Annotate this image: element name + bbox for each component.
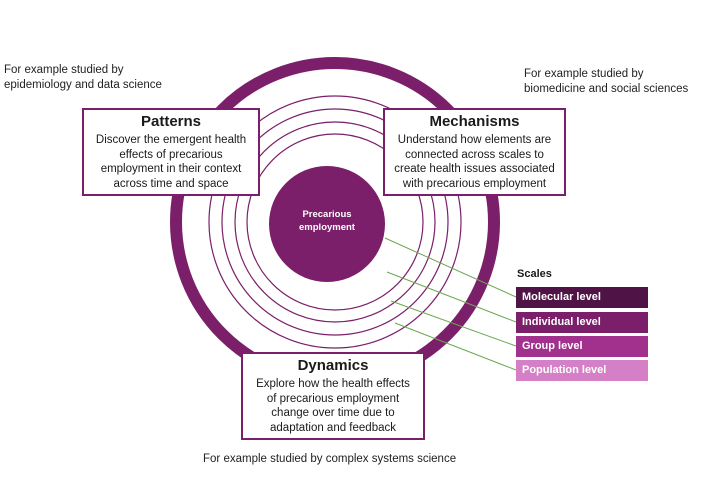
dynamics-description: Explore how the health effects of precar… xyxy=(243,375,423,435)
connector-molecular xyxy=(384,237,517,298)
mechanisms-note-line-1: For example studied by xyxy=(524,68,644,80)
center-label-line-1: Precarious xyxy=(302,209,352,220)
mechanisms-box: Mechanisms Understand how elements are c… xyxy=(383,108,566,196)
dynamics-line-2: of precarious employment xyxy=(266,392,400,405)
scale-individual-level: Individual level xyxy=(516,312,648,333)
patterns-line-3: employment in their context xyxy=(100,163,242,175)
scale-ring-group xyxy=(221,108,449,336)
mechanisms-line-2: connected across scales to xyxy=(405,148,544,161)
dynamics-line-1: Explore how the health effects xyxy=(256,378,410,390)
patterns-title: Patterns xyxy=(140,113,202,130)
center-label-line-2: employment xyxy=(299,222,355,233)
connector-individual xyxy=(386,271,517,323)
dynamics-line-3: change over time due to xyxy=(271,407,395,419)
dynamics-note: For example studied by complex systems s… xyxy=(203,452,456,467)
patterns-note-line-1: For example studied by xyxy=(4,64,124,76)
scale-ring-individual xyxy=(234,121,436,323)
patterns-line-2: effects of precarious xyxy=(119,148,223,161)
scale-ring-molecular xyxy=(246,133,424,311)
scale-molecular-level: Molecular level xyxy=(516,287,648,308)
scale-group-level: Group level xyxy=(516,336,648,357)
mechanisms-note: For example studied by biomedicine and s… xyxy=(524,67,688,97)
dynamics-box: Dynamics Explore how the health effects … xyxy=(241,352,425,440)
scales-title: Scales xyxy=(517,268,552,280)
mechanisms-title: Mechanisms xyxy=(429,113,520,130)
dynamics-title: Dynamics xyxy=(297,357,369,374)
center-circle xyxy=(269,166,385,282)
mechanisms-line-4: with precarious employment xyxy=(402,177,547,190)
patterns-description: Discover the emergent health effects of … xyxy=(84,131,258,191)
center-label: Precarious employment xyxy=(277,208,377,234)
mechanisms-description: Understand how elements are connected ac… xyxy=(385,131,564,191)
patterns-note-line-2: epidemiology and data science xyxy=(4,79,162,91)
patterns-note: For example studied by epidemiology and … xyxy=(4,63,162,93)
mechanisms-note-line-2: biomedicine and social sciences xyxy=(524,83,689,95)
dynamics-line-4: adaptation and feedback xyxy=(270,421,396,434)
dynamics-note-line-1: For example studied by complex systems s… xyxy=(203,453,457,465)
connector-population xyxy=(394,322,517,371)
scale-ring-population xyxy=(208,95,462,349)
mechanisms-line-1: Understand how elements are xyxy=(397,134,552,146)
patterns-line-4: across time and space xyxy=(113,177,229,190)
scale-population-level: Population level xyxy=(516,360,648,381)
patterns-line-1: Discover the emergent health xyxy=(95,134,247,146)
patterns-box: Patterns Discover the emergent health ef… xyxy=(82,108,260,196)
mechanisms-line-3: create health issues associated xyxy=(394,163,555,175)
connector-group xyxy=(390,300,517,347)
